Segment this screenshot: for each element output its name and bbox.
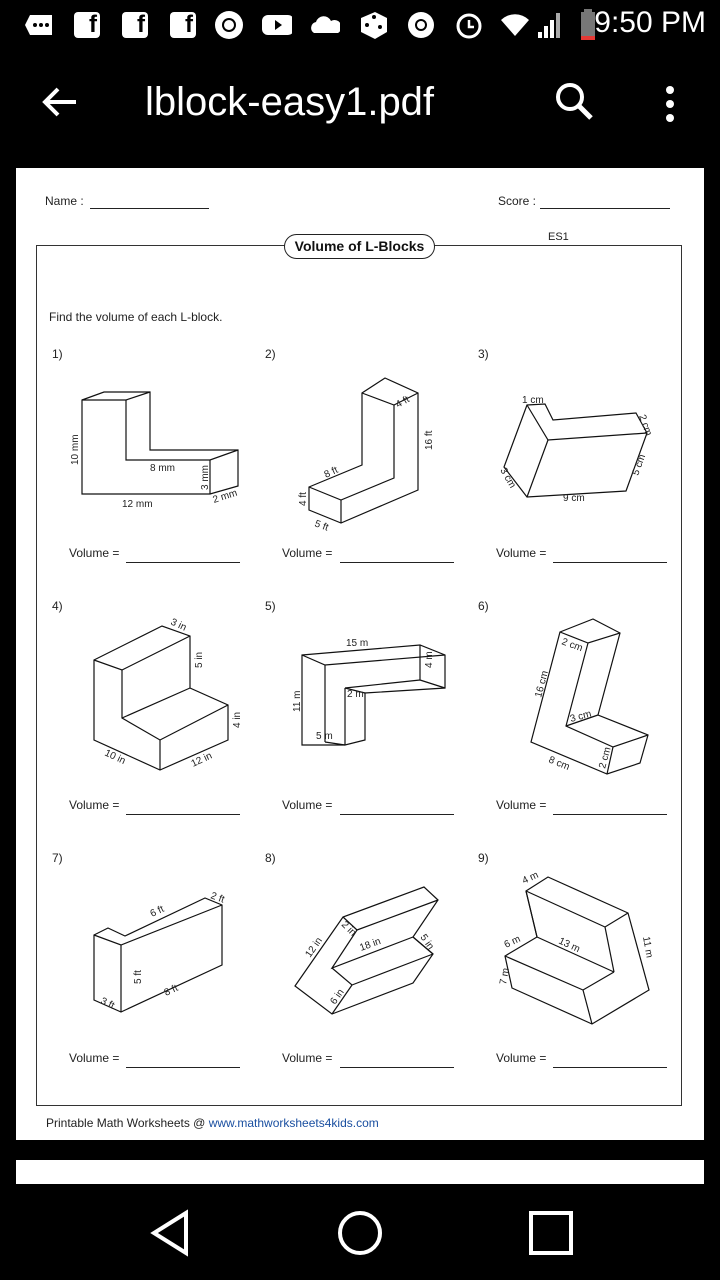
navigation-bar	[0, 1185, 720, 1280]
messenger-icon	[24, 10, 54, 40]
worksheet-frame	[36, 245, 682, 1106]
cloud-icon	[310, 10, 340, 40]
more-options-icon[interactable]	[650, 82, 690, 132]
facebook-icon: f	[170, 11, 196, 38]
problem-number: 4)	[52, 599, 63, 613]
pdf-page-next[interactable]	[16, 1160, 704, 1184]
volume-answer-line[interactable]	[553, 1067, 667, 1068]
volume-answer-line[interactable]	[553, 814, 667, 815]
footer-link[interactable]: www.mathworksheets4kids.com	[208, 1116, 379, 1130]
status-bar: f f f 9:50 PM	[0, 0, 720, 50]
name-label: Name :	[45, 194, 84, 208]
volume-label: Volume =	[282, 546, 333, 560]
problem-number: 6)	[478, 599, 489, 613]
alarm-icon	[454, 10, 484, 40]
problem-number: 3)	[478, 347, 489, 361]
problem-number: 1)	[52, 347, 63, 361]
youtube-icon	[262, 10, 292, 40]
home-circle-icon[interactable]	[336, 1209, 384, 1262]
signal-icon	[536, 10, 566, 40]
facebook-icon: f	[122, 11, 148, 38]
volume-answer-line[interactable]	[340, 814, 454, 815]
volume-label: Volume =	[496, 546, 547, 560]
volume-answer-line[interactable]	[126, 1067, 240, 1068]
problem-number: 2)	[265, 347, 276, 361]
back-triangle-icon[interactable]	[148, 1209, 192, 1262]
wifi-icon	[500, 10, 530, 40]
problem-number: 8)	[265, 851, 276, 865]
recents-square-icon[interactable]	[527, 1209, 575, 1262]
volume-answer-line[interactable]	[553, 562, 667, 563]
problem-number: 5)	[265, 599, 276, 613]
volume-label: Volume =	[69, 546, 120, 560]
document-title: lblock-easy1.pdf	[145, 80, 435, 124]
problem-number: 9)	[478, 851, 489, 865]
volume-label: Volume =	[496, 798, 547, 812]
poker-chip-icon	[214, 10, 244, 40]
search-icon[interactable]	[553, 80, 603, 130]
chrome-icon	[406, 10, 436, 40]
volume-answer-line[interactable]	[126, 562, 240, 563]
app-bar: lblock-easy1.pdf	[0, 50, 720, 165]
footer-text: Printable Math Worksheets @	[46, 1116, 209, 1130]
score-line	[540, 208, 670, 209]
facebook-icon: f	[74, 11, 100, 38]
volume-answer-line[interactable]	[340, 562, 454, 563]
volume-answer-line[interactable]	[126, 814, 240, 815]
volume-label: Volume =	[282, 798, 333, 812]
name-line	[90, 208, 209, 209]
worksheet-code: ES1	[548, 231, 569, 243]
clock: 9:50 PM	[594, 6, 706, 39]
score-label: Score :	[498, 194, 537, 208]
volume-label: Volume =	[69, 1051, 120, 1065]
volume-answer-line[interactable]	[340, 1067, 454, 1068]
battery-low-icon	[576, 9, 606, 40]
back-arrow-icon[interactable]	[40, 82, 90, 132]
problem-number: 7)	[52, 851, 63, 865]
dice-icon	[358, 10, 388, 40]
instruction: Find the volume of each L-block.	[49, 310, 223, 324]
footer: Printable Math Worksheets @ www.mathwork…	[46, 1116, 379, 1130]
worksheet-title: Volume of L-Blocks	[284, 234, 435, 259]
volume-label: Volume =	[496, 1051, 547, 1065]
volume-label: Volume =	[69, 798, 120, 812]
volume-label: Volume =	[282, 1051, 333, 1065]
